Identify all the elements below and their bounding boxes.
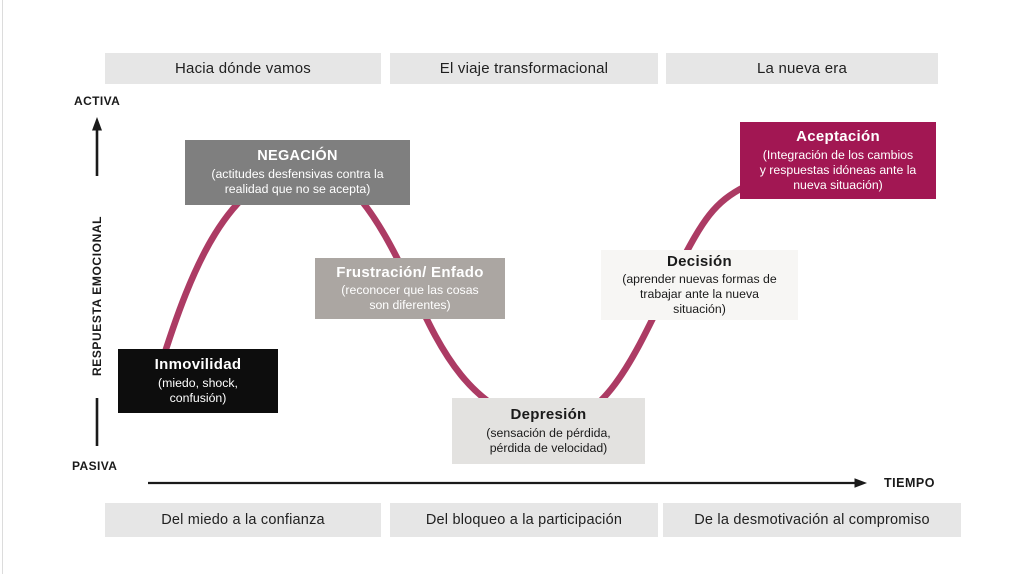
header-phase-2: El viaje transformacional	[390, 53, 658, 84]
footer-phase-1-label: Del miedo a la confianza	[161, 512, 325, 528]
header-phase-3-label: La nueva era	[757, 60, 847, 77]
header-phase-2-label: El viaje transformacional	[439, 60, 609, 77]
stage-title: Decisión	[667, 252, 732, 270]
footer-phase-2: Del bloqueo a la participación	[390, 503, 658, 537]
y-axis-top-label: ACTIVA	[74, 94, 121, 108]
y-axis-arrowhead-icon	[92, 117, 102, 131]
header-phase-1: Hacia dónde vamos	[105, 53, 381, 84]
x-axis-title: TIEMPO	[884, 476, 935, 490]
slide-left-edge	[2, 0, 3, 574]
stage-desc: (sensación de pérdida, pérdida de veloci…	[486, 425, 611, 455]
stage-title: Depresión	[510, 406, 587, 424]
x-axis-arrowhead-icon	[854, 478, 867, 488]
stage-box-inmovilidad: Inmovilidad (miedo, shock, confusión)	[118, 349, 278, 413]
stage-desc: (actitudes desfensivas contra la realida…	[211, 166, 384, 196]
stage-box-decision: Decisión (aprender nuevas formas de trab…	[601, 250, 798, 320]
header-phase-3: La nueva era	[666, 53, 938, 84]
y-axis-title: RESPUESTA EMOCIONAL	[90, 215, 104, 377]
footer-phase-3: De la desmotivación al compromiso	[663, 503, 961, 537]
stage-title: Inmovilidad	[154, 356, 242, 374]
footer-phase-2-label: Del bloqueo a la participación	[425, 512, 623, 528]
stage-box-depresion: Depresión (sensación de pérdida, pérdida…	[452, 398, 645, 464]
stage-box-frustracion: Frustración/ Enfado (reconocer que las c…	[315, 258, 505, 319]
stage-desc: (Integración de los cambios y respuestas…	[759, 147, 917, 192]
header-phase-1-label: Hacia dónde vamos	[175, 60, 311, 77]
stage-title: Aceptación	[796, 128, 880, 146]
stage-desc: (miedo, shock, confusión)	[158, 375, 238, 405]
footer-phase-1: Del miedo a la confianza	[105, 503, 381, 537]
footer-phase-3-label: De la desmotivación al compromiso	[694, 512, 930, 528]
stage-desc: (aprender nuevas formas de trabajar ante…	[622, 272, 777, 317]
stage-title: Frustración/ Enfado	[336, 263, 484, 281]
stage-box-aceptacion: Aceptación (Integración de los cambios y…	[740, 122, 936, 199]
stage-box-negacion: NEGACIÓN (actitudes desfensivas contra l…	[185, 140, 410, 205]
stage-desc: (reconocer que las cosas son diferentes)	[341, 283, 479, 313]
y-axis-bottom-label: PASIVA	[72, 459, 118, 473]
stage-title: NEGACIÓN	[257, 148, 338, 165]
